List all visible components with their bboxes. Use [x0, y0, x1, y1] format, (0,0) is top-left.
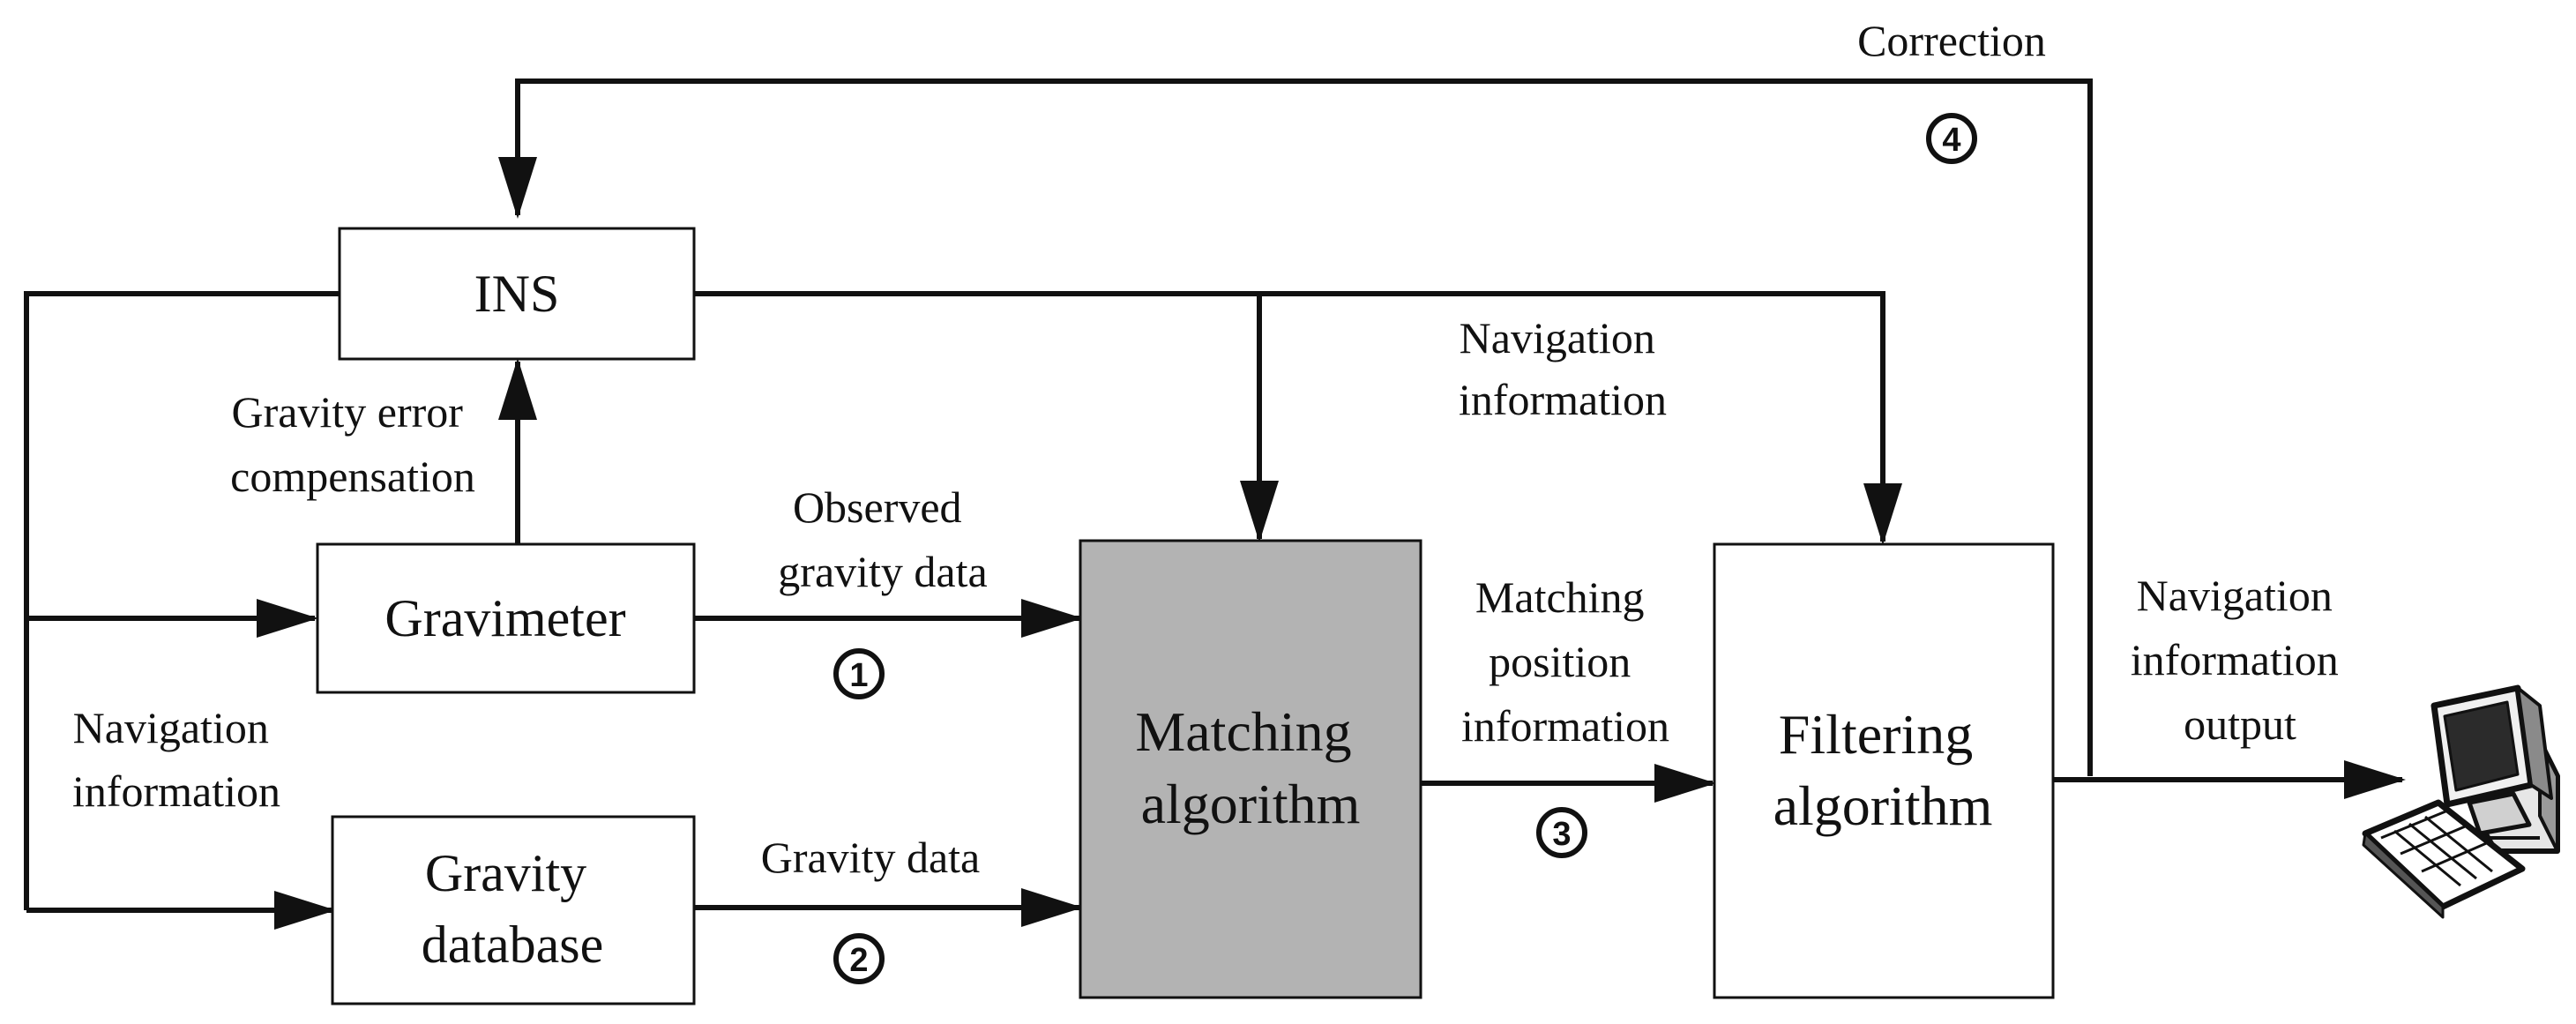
step-2-marker: 2: [833, 933, 885, 984]
gravimeter-box: Gravimeter: [316, 542, 696, 694]
svg-text:1: 1: [849, 657, 868, 694]
navigation-information-output-label: Navigation information output: [2131, 571, 2350, 749]
gravimeter-label: Gravimeter: [385, 589, 625, 647]
filtering-algorithm-label: Filtering algorithm: [1773, 703, 1993, 837]
observed-gravity-data-label: Observed gravity data: [778, 482, 987, 596]
ins-to-left-bus-line: [24, 291, 340, 910]
svg-text:4: 4: [1942, 122, 1960, 159]
ins-box: INS: [338, 227, 696, 361]
svg-text:3: 3: [1552, 816, 1571, 853]
correction-feedback-line: [498, 78, 2093, 776]
computer-icon: [2362, 684, 2560, 919]
gravity-data-label: Gravity data: [761, 833, 981, 882]
matching-algorithm-label: Matching algorithm: [1135, 700, 1365, 835]
svg-text:2: 2: [849, 942, 868, 979]
gravity-database-box: Gravity database: [331, 815, 696, 1005]
navigation-information-top-label: Navigation information: [1459, 313, 1667, 424]
step-3-marker: 3: [1536, 807, 1587, 858]
correction-label: Correction: [1857, 16, 2046, 65]
gravity-error-compensation-label: Gravity error compensation: [230, 387, 475, 501]
matching-algorithm-box: Matching algorithm: [1079, 539, 1422, 999]
step-1-marker: 1: [833, 648, 885, 699]
navigation-information-left-label: Navigation information: [72, 703, 280, 816]
filtering-algorithm-box: Filtering algorithm: [1713, 542, 2055, 999]
step-4-marker: 4: [1926, 113, 1977, 164]
ins-to-right-bus-line: [695, 291, 1902, 545]
matching-position-information-label: Matching position information: [1461, 572, 1669, 751]
gravity-database-label: Gravity database: [422, 844, 604, 974]
ins-label: INS: [474, 265, 560, 323]
